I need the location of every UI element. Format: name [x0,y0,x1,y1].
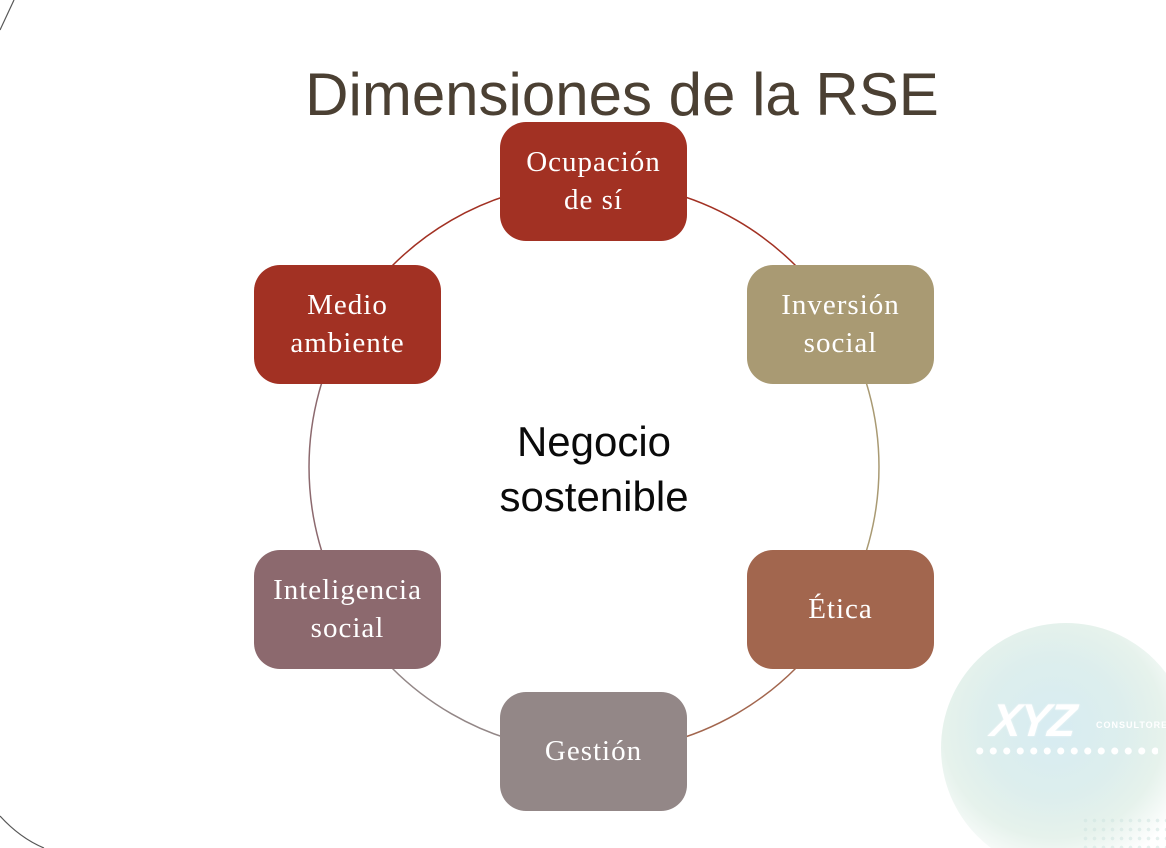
corner-dot-pattern [1081,816,1166,848]
cycle-node-ocupacion-de-si: Ocupación de sí [500,122,687,241]
node-label: Ocupación de sí [526,145,661,216]
node-label: Inteligencia social [273,573,422,644]
diagram-center-label: Negocio sostenible [499,418,689,521]
corner-line-top-left [0,0,15,31]
node-label: Ética [808,592,873,625]
node-label: Inversión social [781,288,900,359]
cycle-node-inversion-social: Inversión social [747,265,934,384]
slide-title: Dimensiones de la RSE [305,61,939,129]
cycle-node-medio-ambiente: Medio ambiente [254,265,441,384]
corner-line-bottom-left [0,815,45,848]
logo-gradient-circle [941,623,1166,848]
cycle-node-inteligencia-social: Inteligencia social [254,550,441,669]
cycle-node-gestion: Gestión [500,692,687,811]
watermark-logo: XYZ CONSULTORES [921,608,1166,848]
logo-dots-row [973,746,1158,756]
cycle-node-etica: Ética [747,550,934,669]
logo-tagline-text: CONSULTORES [1096,720,1166,730]
node-label: Gestión [544,734,643,767]
logo-brand-text: XYZ [988,694,1078,746]
node-label: Medio ambiente [290,288,405,359]
